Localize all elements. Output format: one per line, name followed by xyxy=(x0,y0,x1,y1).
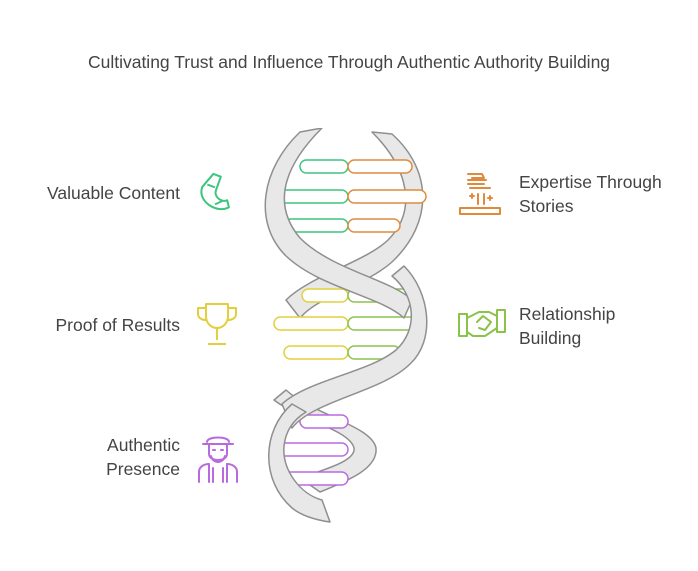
label-authentic-presence: Authentic Presence xyxy=(106,435,180,479)
label-valuable-content: Valuable Content xyxy=(47,183,180,203)
helix-strand-front-bottom xyxy=(268,403,331,523)
rungs-group-1 xyxy=(273,159,427,233)
storytelling-icon xyxy=(456,168,504,218)
helix-strand-front-top xyxy=(264,128,413,319)
handshake-icon xyxy=(457,302,507,346)
trophy-icon xyxy=(194,300,240,350)
dna-helix-graphic xyxy=(264,128,428,523)
label-proof-of-results: Proof of Results xyxy=(55,315,181,335)
diagram-title: Cultivating Trust and Influence Through … xyxy=(87,52,611,72)
person-icon xyxy=(195,432,241,484)
magnet-icon xyxy=(193,170,239,216)
label-relationship-building: Relationship Building xyxy=(519,304,616,348)
label-expertise-through-stories: Expertise Through Stories xyxy=(519,172,662,216)
